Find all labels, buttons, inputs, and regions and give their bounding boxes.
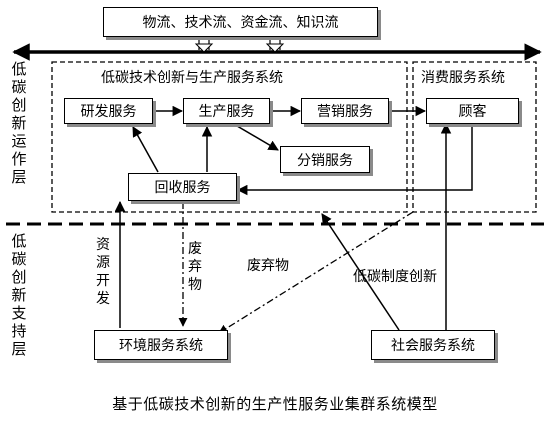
flow-box-label: 物流、技术流、资金流、知识流 xyxy=(142,15,339,31)
production-service-label: 生产服务 xyxy=(198,104,255,120)
resource-development-label: 资源开发 xyxy=(96,237,110,307)
recycling-service-label: 回收服务 xyxy=(154,180,211,196)
environment-service-system-node: 环境服务系统 xyxy=(94,330,228,360)
marketing-service-label: 营销服务 xyxy=(317,104,373,120)
figure-caption: 基于低碳技术创新的生产性服务业集群系统模型 xyxy=(112,395,438,413)
production-service-node: 生产服务 xyxy=(183,98,270,124)
recycling-service-node: 回收服务 xyxy=(128,173,237,201)
environment-service-system-label: 环境服务系统 xyxy=(119,338,203,354)
rd-service-node: 研发服务 xyxy=(64,98,153,124)
arrow-waste-to-environment xyxy=(218,211,414,334)
waste-label: 废弃物 xyxy=(247,258,289,274)
lowcarbon-institution-innovation-label: 低碳制度创新 xyxy=(353,269,437,285)
flow-box: 物流、技术流、资金流、知识流 xyxy=(103,7,378,37)
customer-node: 顾客 xyxy=(426,98,519,124)
arrow-customer-to-recycling xyxy=(236,124,473,196)
social-service-system-label: 社会服务系统 xyxy=(391,338,475,354)
distribution-service-node: 分销服务 xyxy=(280,146,370,173)
consumption-system-title: 消费服务系统 xyxy=(421,70,505,86)
social-service-system-node: 社会服务系统 xyxy=(371,330,495,360)
support-layer-label: 低碳创新支持层 xyxy=(11,232,27,358)
flow-connector-head-left xyxy=(194,43,214,53)
production-system-title: 低碳技术创新与生产服务系统 xyxy=(101,70,283,86)
waste-vertical-label: 废弃物 xyxy=(188,241,202,293)
distribution-service-label: 分销服务 xyxy=(297,152,353,169)
arrow-recycling-to-rd xyxy=(132,126,159,173)
operation-layer-label: 低碳创新运作层 xyxy=(11,60,27,186)
customer-label: 顾客 xyxy=(458,104,487,120)
rd-service-label: 研发服务 xyxy=(80,104,137,120)
flow-connector-head-right xyxy=(265,43,285,53)
marketing-service-node: 营销服务 xyxy=(301,98,389,124)
arrow-production-to-distribution xyxy=(231,122,279,151)
arrow-social-to-production-frame xyxy=(321,213,400,331)
production-system-frame xyxy=(51,61,408,213)
